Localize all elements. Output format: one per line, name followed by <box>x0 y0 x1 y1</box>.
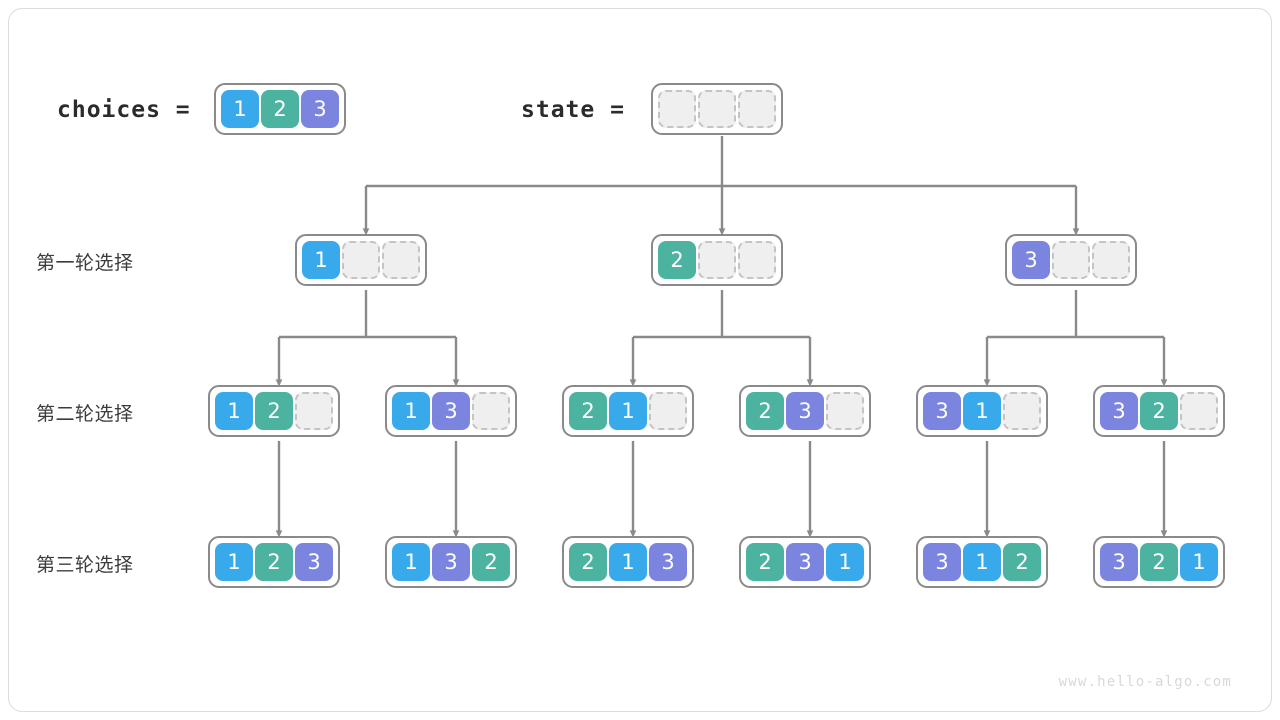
round-3-node-5-cell-0: 3 <box>1100 543 1138 581</box>
round-2-node-0-cell-2 <box>295 392 333 430</box>
round-3-node-4: 3 1 2 <box>916 536 1048 588</box>
row-label-round-2: 第二轮选择 <box>36 403 134 425</box>
round-2-node-1-cell-0: 1 <box>392 392 430 430</box>
state-cell-1 <box>698 90 736 128</box>
round-2-node-0-cell-0: 1 <box>215 392 253 430</box>
round-3-node-1: 1 3 2 <box>385 536 517 588</box>
round-2-node-1-cell-1: 3 <box>432 392 470 430</box>
round-2-node-4: 3 1 <box>916 385 1048 437</box>
round-1-node-2-cell-2 <box>1092 241 1130 279</box>
round-3-node-1-cell-2: 2 <box>472 543 510 581</box>
choices-cell-0: 1 <box>221 90 259 128</box>
choices-cell-2: 3 <box>301 90 339 128</box>
row-label-round-1: 第一轮选择 <box>36 252 134 274</box>
choices-cell-1: 2 <box>261 90 299 128</box>
round-3-node-5-cell-1: 2 <box>1140 543 1178 581</box>
round-1-node-0-cell-0: 1 <box>302 241 340 279</box>
round-3-node-3-cell-2: 1 <box>826 543 864 581</box>
round-3-node-2-cell-2: 3 <box>649 543 687 581</box>
round-3-node-0-cell-0: 1 <box>215 543 253 581</box>
choices-array: 1 2 3 <box>214 83 346 135</box>
round-3-node-3: 2 3 1 <box>739 536 871 588</box>
round-3-node-4-cell-2: 2 <box>1003 543 1041 581</box>
round-3-node-5: 3 2 1 <box>1093 536 1225 588</box>
round-1-node-1-cell-1 <box>698 241 736 279</box>
round-2-node-5-cell-2 <box>1180 392 1218 430</box>
round-2-node-3: 2 3 <box>739 385 871 437</box>
state-cell-0 <box>658 90 696 128</box>
round-2-node-4-cell-2 <box>1003 392 1041 430</box>
round-3-node-2-cell-1: 1 <box>609 543 647 581</box>
choices-label: choices = <box>57 97 191 123</box>
round-2-node-5-cell-0: 3 <box>1100 392 1138 430</box>
round-2-node-0-cell-1: 2 <box>255 392 293 430</box>
round-3-node-0-cell-1: 2 <box>255 543 293 581</box>
round-1-node-2: 3 <box>1005 234 1137 286</box>
site-watermark: www.hello-algo.com <box>1058 674 1232 690</box>
round-2-node-2-cell-2 <box>649 392 687 430</box>
round-1-node-1-cell-0: 2 <box>658 241 696 279</box>
round-1-node-0: 1 <box>295 234 427 286</box>
round-2-node-3-cell-2 <box>826 392 864 430</box>
round-1-node-2-cell-1 <box>1052 241 1090 279</box>
round-3-node-4-cell-1: 1 <box>963 543 1001 581</box>
round-2-node-1-cell-2 <box>472 392 510 430</box>
round-2-node-2-cell-1: 1 <box>609 392 647 430</box>
round-2-node-3-cell-0: 2 <box>746 392 784 430</box>
round-2-node-0: 1 2 <box>208 385 340 437</box>
row-label-round-3: 第三轮选择 <box>36 554 134 576</box>
round-1-node-0-cell-1 <box>342 241 380 279</box>
round-2-node-1: 1 3 <box>385 385 517 437</box>
round-3-node-0-cell-2: 3 <box>295 543 333 581</box>
round-1-node-1: 2 <box>651 234 783 286</box>
state-cell-2 <box>738 90 776 128</box>
round-3-node-2: 2 1 3 <box>562 536 694 588</box>
round-3-node-3-cell-1: 3 <box>786 543 824 581</box>
state-array <box>651 83 783 135</box>
state-label: state = <box>521 97 625 123</box>
round-2-node-2: 2 1 <box>562 385 694 437</box>
round-3-node-3-cell-0: 2 <box>746 543 784 581</box>
round-2-node-4-cell-1: 1 <box>963 392 1001 430</box>
round-3-node-2-cell-0: 2 <box>569 543 607 581</box>
round-1-node-0-cell-2 <box>382 241 420 279</box>
round-3-node-1-cell-1: 3 <box>432 543 470 581</box>
round-3-node-0: 1 2 3 <box>208 536 340 588</box>
round-2-node-4-cell-0: 3 <box>923 392 961 430</box>
round-2-node-5-cell-1: 2 <box>1140 392 1178 430</box>
round-1-node-1-cell-2 <box>738 241 776 279</box>
round-2-node-2-cell-0: 2 <box>569 392 607 430</box>
round-2-node-5: 3 2 <box>1093 385 1225 437</box>
round-3-node-4-cell-0: 3 <box>923 543 961 581</box>
round-2-node-3-cell-1: 3 <box>786 392 824 430</box>
round-3-node-5-cell-2: 1 <box>1180 543 1218 581</box>
round-3-node-1-cell-0: 1 <box>392 543 430 581</box>
round-1-node-2-cell-0: 3 <box>1012 241 1050 279</box>
